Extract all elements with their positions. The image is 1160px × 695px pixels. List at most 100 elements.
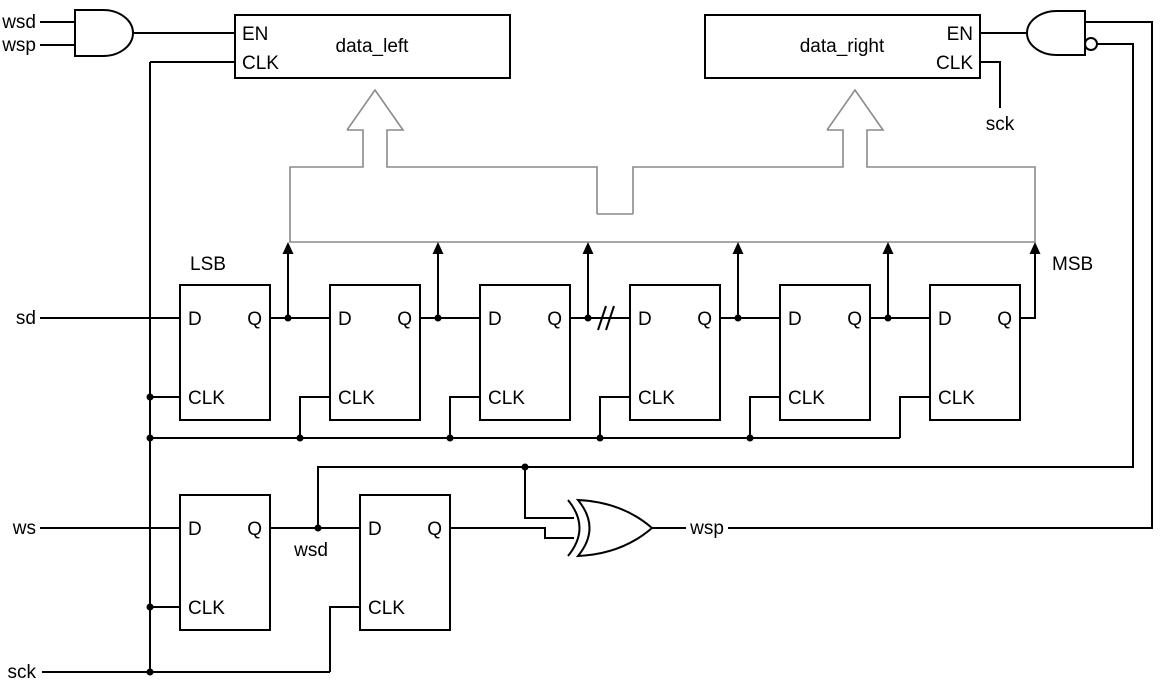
ff-clk-label: CLK (788, 388, 825, 409)
data-right-clk-label: CLK (936, 53, 973, 74)
load-arrow-right-icon (632, 88, 1036, 214)
load-arrow-left-icon (289, 88, 598, 214)
wires (40, 21, 1153, 673)
label-sd: sd (16, 308, 36, 329)
junction-dot (146, 668, 154, 676)
ff-d-label: D (938, 309, 952, 330)
tap-arrowhead-icon (582, 242, 594, 254)
ff-q-label: Q (247, 519, 262, 540)
shift-ff-1: D Q CLK (179, 284, 271, 421)
ff-d-label: D (338, 309, 352, 330)
data-left-clk-label: CLK (242, 53, 279, 74)
junction-dot (434, 314, 442, 322)
ff-box (479, 284, 571, 421)
data-right-en-label: EN (947, 24, 973, 45)
bus-outline (289, 213, 1036, 243)
xor-upper-input-wire (524, 467, 574, 519)
ff-box (329, 284, 421, 421)
ff-d-label: D (788, 309, 802, 330)
junction-dot (314, 524, 322, 532)
ff-d-label: D (368, 519, 382, 540)
ff-box (629, 284, 721, 421)
data-left-box (234, 14, 511, 79)
ff-clk-label: CLK (938, 388, 975, 409)
ff-box (359, 494, 451, 631)
ff-box (779, 284, 871, 421)
shift-ff-4: D Q CLK (629, 284, 721, 421)
shift-ff-3: D Q CLK (479, 284, 571, 421)
parallel-load-bus (289, 88, 1036, 243)
sck-right-wire (980, 61, 1001, 108)
label-wsd-top: wsd (1, 12, 36, 33)
inverter-bubble-icon (1084, 37, 1098, 51)
data-left-name: data_left (336, 36, 410, 57)
junction-dot (446, 434, 454, 442)
ff-clk-label: CLK (368, 598, 405, 619)
tap-arrowhead-icon (882, 242, 894, 254)
and-gate (74, 9, 134, 57)
junction-dot (146, 434, 154, 442)
bit-tap-arrowheads (282, 242, 1041, 254)
label-lsb: LSB (190, 254, 226, 275)
junction-dot (596, 434, 604, 442)
ws-delay-ff-2: D Q CLK (359, 494, 451, 631)
ff-clk-label: CLK (638, 388, 675, 409)
shift-q6-tap-wire (1020, 252, 1036, 319)
nand-gate (1026, 10, 1098, 56)
label-ws: ws (12, 518, 36, 539)
ff5-clk-riser (749, 396, 780, 438)
ff-q-label: Q (427, 519, 442, 540)
ff-clk-label: CLK (488, 388, 525, 409)
xor-input-arc (567, 499, 581, 557)
ff-box (179, 494, 271, 631)
wsp-feedback-wire (728, 21, 1153, 529)
label-wsp-mid: wsp (689, 518, 724, 539)
tap-arrowhead-icon (732, 242, 744, 254)
ff3-clk-riser (449, 396, 480, 438)
ff-clk-label: CLK (188, 598, 225, 619)
junction-dot (884, 314, 892, 322)
junction-dot (584, 314, 592, 322)
tap-arrowhead-icon (1029, 242, 1041, 254)
ws-delay-ff-1: D Q CLK (179, 494, 271, 631)
shift-ff-5: D Q CLK (779, 284, 871, 421)
ws-ff2-clk-wire (329, 606, 360, 672)
ff-d-label: D (638, 309, 652, 330)
label-wsd-mid: wsd (293, 540, 328, 561)
junction-dot (521, 463, 529, 471)
junction-dot (146, 393, 154, 401)
data-left-register: data_left EN CLK (234, 14, 511, 79)
ff-clk-label: CLK (188, 388, 225, 409)
ff4-clk-riser (599, 396, 630, 438)
wsd-feedback-wire (317, 43, 1134, 528)
data-right-register: data_right EN CLK (704, 14, 981, 79)
data-right-name: data_right (800, 36, 885, 57)
shift-ff-2: D Q CLK (329, 284, 421, 421)
junction-dot (296, 434, 304, 442)
xor-lower-input-wire (450, 527, 574, 539)
ff-q-label: Q (547, 309, 562, 330)
ff-box (929, 284, 1021, 421)
xor-gate (567, 498, 654, 558)
ff-d-label: D (188, 519, 202, 540)
shift-ff-6: D Q CLK (929, 284, 1021, 421)
tap-arrowhead-icon (432, 242, 444, 254)
data-left-en-label: EN (242, 24, 268, 45)
ff-d-label: D (188, 309, 202, 330)
data-right-box (704, 14, 981, 79)
ff-q-label: Q (997, 309, 1012, 330)
ff-d-label: D (488, 309, 502, 330)
junction-dot (734, 314, 742, 322)
label-sck-right: sck (986, 114, 1015, 135)
ff2-clk-riser (299, 396, 330, 438)
ff-clk-label: CLK (338, 388, 375, 409)
junction-dots (146, 314, 892, 676)
junction-dot (146, 603, 154, 611)
label-wsp-top: wsp (1, 35, 36, 56)
ff6-clk-riser (899, 396, 930, 438)
tap-arrowhead-icon (282, 242, 294, 254)
xor-gate-body (575, 498, 654, 558)
label-msb: MSB (1052, 254, 1093, 275)
signal-labels: wsd wsp sd ws sck sck LSB MSB wsd wsp (1, 12, 1093, 683)
